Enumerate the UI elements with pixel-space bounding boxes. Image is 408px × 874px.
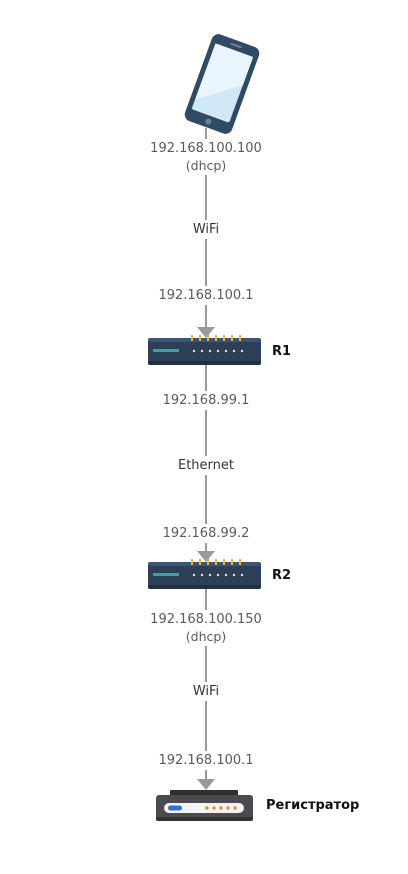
phone-ip-label: 192.168.100.100 (dhcp)	[106, 139, 306, 175]
phone-icon[interactable]	[183, 32, 261, 136]
recorder-icon[interactable]	[156, 790, 253, 821]
link-r2-recorder-label: WiFi	[106, 682, 306, 701]
recorder-name: Регистратор	[266, 798, 360, 813]
arrow-to-r1	[197, 327, 215, 338]
r2-mode: (dhcp)	[185, 629, 227, 644]
r1-name: R1	[272, 344, 292, 359]
phone-mode: (dhcp)	[185, 158, 227, 173]
phone-ip: 192.168.100.100	[150, 141, 262, 156]
r1-ip-down-label: 192.168.99.1	[106, 391, 306, 410]
r2-ip-up-label: 192.168.99.2	[106, 524, 306, 543]
r2-name: R2	[272, 568, 292, 583]
router-r1-icon[interactable]	[148, 335, 261, 365]
router-r2-icon[interactable]	[148, 559, 261, 589]
arrow-to-r2	[197, 551, 215, 562]
r1-ip-up-label: 192.168.100.1	[106, 286, 306, 305]
arrow-to-recorder	[197, 779, 215, 790]
r2-ip-down: 192.168.100.150	[150, 612, 262, 627]
link-phone-r1-label: WiFi	[106, 220, 306, 239]
recorder-ip-label: 192.168.100.1	[106, 751, 306, 770]
link-r1-r2-label: Ethernet	[106, 456, 306, 475]
r2-ip-down-label: 192.168.100.150 (dhcp)	[106, 610, 306, 646]
